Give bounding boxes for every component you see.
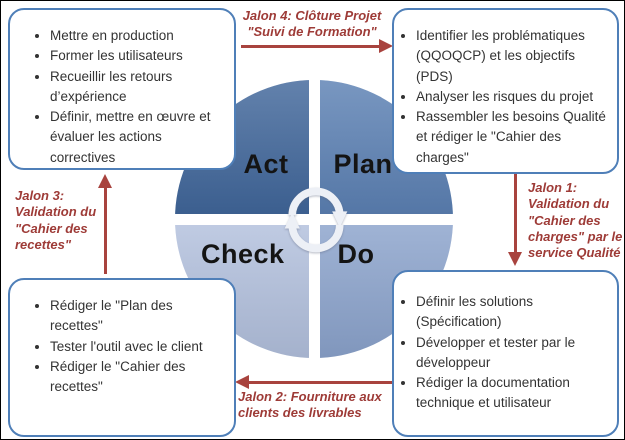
act-label: Act: [243, 148, 289, 179]
check-box: Rédiger le "Plan des recettes"Tester l'o…: [8, 278, 236, 437]
jalon1-arrow-line: [514, 174, 517, 253]
jalon2-label: Jalon 2: Fourniture aux clients des livr…: [238, 389, 382, 421]
bullet-item: Rédiger le "Cahier des recettes": [50, 357, 222, 398]
jalon2-arrow-line: [249, 381, 397, 384]
cycle-refresh-icon: [284, 187, 348, 253]
act-box: Mettre en productionFormer les utilisate…: [8, 8, 236, 170]
bullet-item: Recueillir les retours d’expérience: [50, 67, 222, 108]
check-label: Check: [201, 238, 285, 269]
jalon4-arrow-line: [241, 45, 380, 48]
bullet-item: Analyser les risques du projet: [416, 87, 607, 107]
do-box: Définir les solutions (Spécification)Dév…: [392, 270, 619, 437]
bullet-item: Définir les solutions (Spécification): [416, 292, 607, 333]
jalon4-label: Jalon 4: Clôture Projet "Suivi de Format…: [242, 8, 382, 40]
jalon1-label: Jalon 1: Validation du "Cahier des charg…: [528, 180, 623, 260]
bullet-item: Mettre en production: [50, 26, 222, 46]
check-bullet-list: Rédiger le "Plan des recettes"Tester l'o…: [20, 296, 222, 397]
bullet-item: Développer et tester par le développeur: [416, 333, 607, 374]
jalon3-arrow-head: [98, 174, 112, 188]
bullet-item: Identifier les problématiques (QQOQCP) e…: [416, 26, 607, 87]
plan-bullet-list: Identifier les problématiques (QQOQCP) e…: [400, 26, 607, 168]
plan-box: Identifier les problématiques (QQOQCP) e…: [392, 8, 619, 174]
jalon3-arrow-line: [104, 188, 107, 274]
bullet-item: Tester l'outil avec le client: [50, 337, 222, 357]
bullet-item: Former les utilisateurs: [50, 46, 222, 66]
do-label: Do: [337, 238, 375, 269]
jalon1-arrow-head: [508, 252, 522, 266]
bullet-item: Rédiger la documentation technique et ut…: [416, 373, 607, 414]
do-bullet-list: Définir les solutions (Spécification)Dév…: [400, 292, 607, 414]
jalon3-label: Jalon 3: Validation du "Cahier des recet…: [15, 188, 97, 252]
act-bullet-list: Mettre en productionFormer les utilisate…: [20, 26, 222, 168]
bullet-item: Rassembler les besoins Qualité et rédige…: [416, 107, 607, 168]
jalon4-arrow-head: [379, 39, 393, 53]
bullet-item: Définir, mettre en œuvre et évaluer les …: [50, 107, 222, 168]
jalon2-arrow-head: [235, 375, 249, 389]
plan-label: Plan: [333, 148, 393, 179]
bullet-item: Rédiger le "Plan des recettes": [50, 296, 222, 337]
